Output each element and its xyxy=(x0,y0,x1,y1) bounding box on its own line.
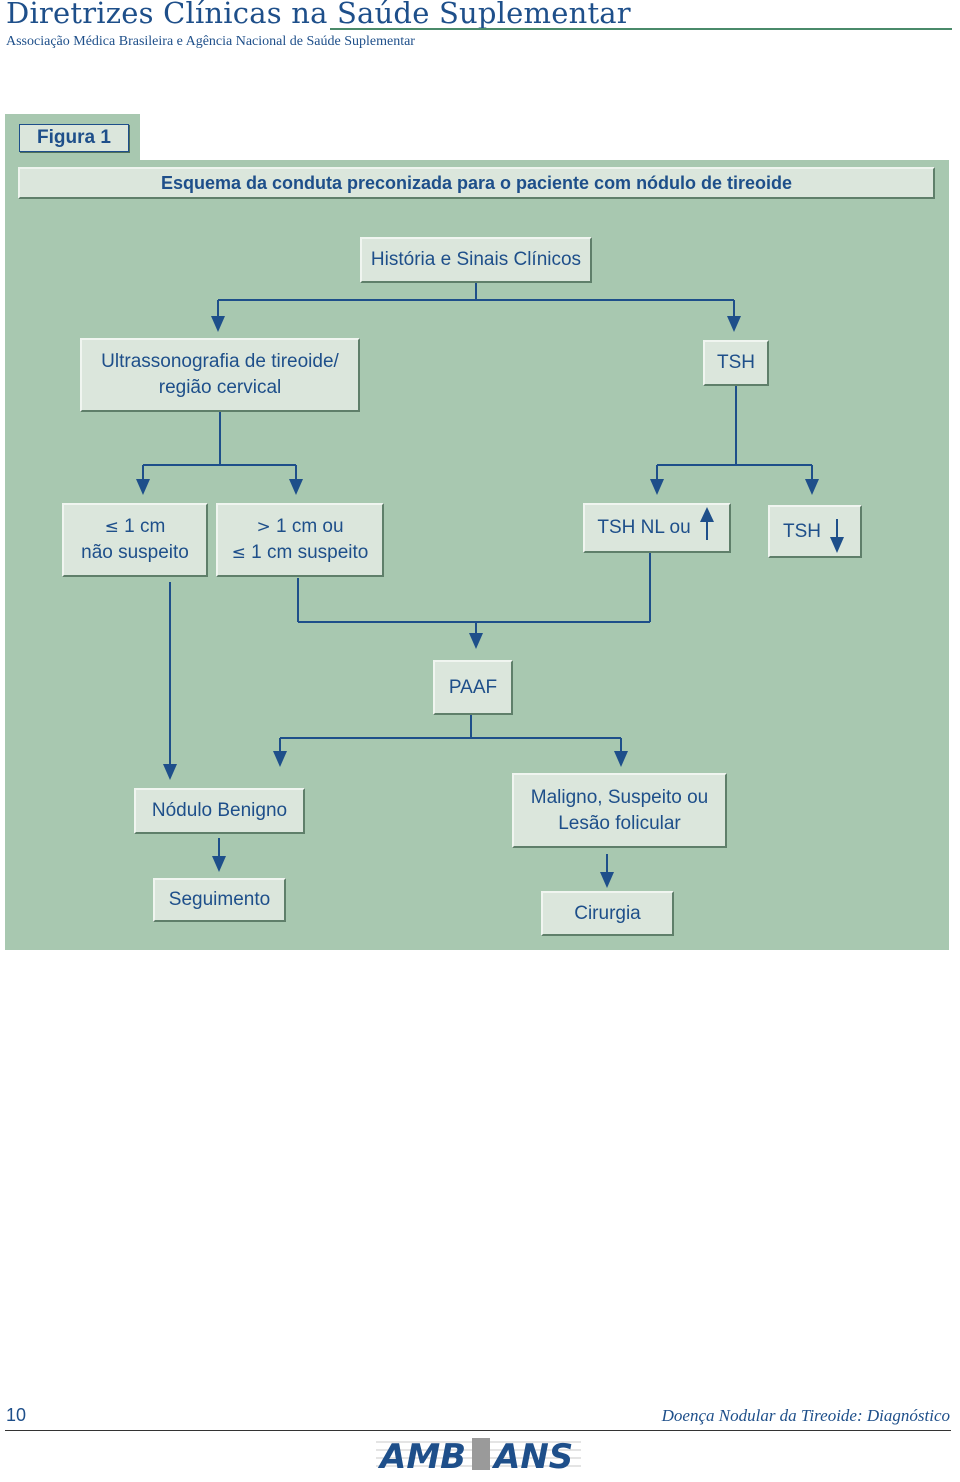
node-large-line2: ≤ 1 cm suspeito xyxy=(231,542,369,563)
node-small-line1: ≤ 1 cm xyxy=(104,516,166,537)
node-malignant: Maligno, Suspeito ou Lesão folicular xyxy=(512,773,727,848)
node-tsh-normal-high: TSH NL ou xyxy=(583,503,731,553)
less-equal-symbol: ≤ xyxy=(104,517,119,537)
node-tsh-normal-label: TSH NL ou xyxy=(597,517,691,538)
header-rule xyxy=(330,28,952,30)
page-number: 10 xyxy=(6,1405,27,1425)
flowchart-connectors xyxy=(136,282,819,888)
logo-ans-text: ANS xyxy=(491,1437,573,1474)
node-history-label: História e Sinais Clínicos xyxy=(370,249,582,270)
less-equal-symbol: ≤ xyxy=(231,543,246,563)
figure-title: Esquema da conduta preconizada para o pa… xyxy=(18,167,935,199)
node-large-nodule: > 1 cm ou ≤ 1 cm suspeito xyxy=(216,503,384,577)
footer-title: Doença Nodular da Tireoide: Diagnóstico xyxy=(661,1406,950,1425)
node-tsh-low-label: TSH xyxy=(783,520,821,542)
node-tsh-low: TSH xyxy=(768,505,862,558)
node-malignant-line1: Maligno, Suspeito ou xyxy=(530,786,709,808)
logo-amb-text: AMB xyxy=(377,1437,466,1474)
node-tsh: TSH xyxy=(703,340,769,386)
arrow-down-icon xyxy=(830,518,844,553)
footer-rule xyxy=(5,1430,951,1431)
node-ultrasound: Ultrassonografia de tireoide/ região cer… xyxy=(80,338,360,412)
node-paaf-label: PAAF xyxy=(448,676,498,698)
node-benign-label: Nódulo Benigno xyxy=(151,800,288,821)
arrow-up-icon xyxy=(699,507,714,540)
greater-than-symbol: > xyxy=(256,517,271,537)
node-surgery: Cirurgia xyxy=(541,891,674,936)
document-header-subtitle: Associação Médica Brasileira e Agência N… xyxy=(6,34,415,49)
node-followup-label: Seguimento xyxy=(168,889,271,910)
node-ultrasound-line1: Ultrassonografia de tireoide/ xyxy=(101,351,339,372)
figure-label: Figura 1 xyxy=(19,124,129,152)
node-ultrasound-line2: região cervical xyxy=(158,377,282,398)
node-history: História e Sinais Clínicos xyxy=(360,237,592,283)
node-followup: Seguimento xyxy=(153,878,286,922)
amb-ans-logo: AMB ANS xyxy=(376,1434,581,1474)
node-paaf: PAAF xyxy=(433,660,513,715)
node-surgery-label: Cirurgia xyxy=(574,902,641,924)
node-small-nodule: ≤ 1 cm não suspeito xyxy=(62,503,208,577)
node-benign: Nódulo Benigno xyxy=(134,788,305,834)
node-large-line1: > 1 cm ou xyxy=(256,516,344,537)
node-malignant-line2: Lesão folicular xyxy=(558,812,681,834)
document-header-title: Diretrizes Clínicas na Saúde Suplementar xyxy=(6,0,631,30)
node-tsh-label: TSH xyxy=(717,352,755,373)
figure-tab: Figura 1 xyxy=(5,114,140,162)
node-small-line2: não suspeito xyxy=(81,542,189,563)
